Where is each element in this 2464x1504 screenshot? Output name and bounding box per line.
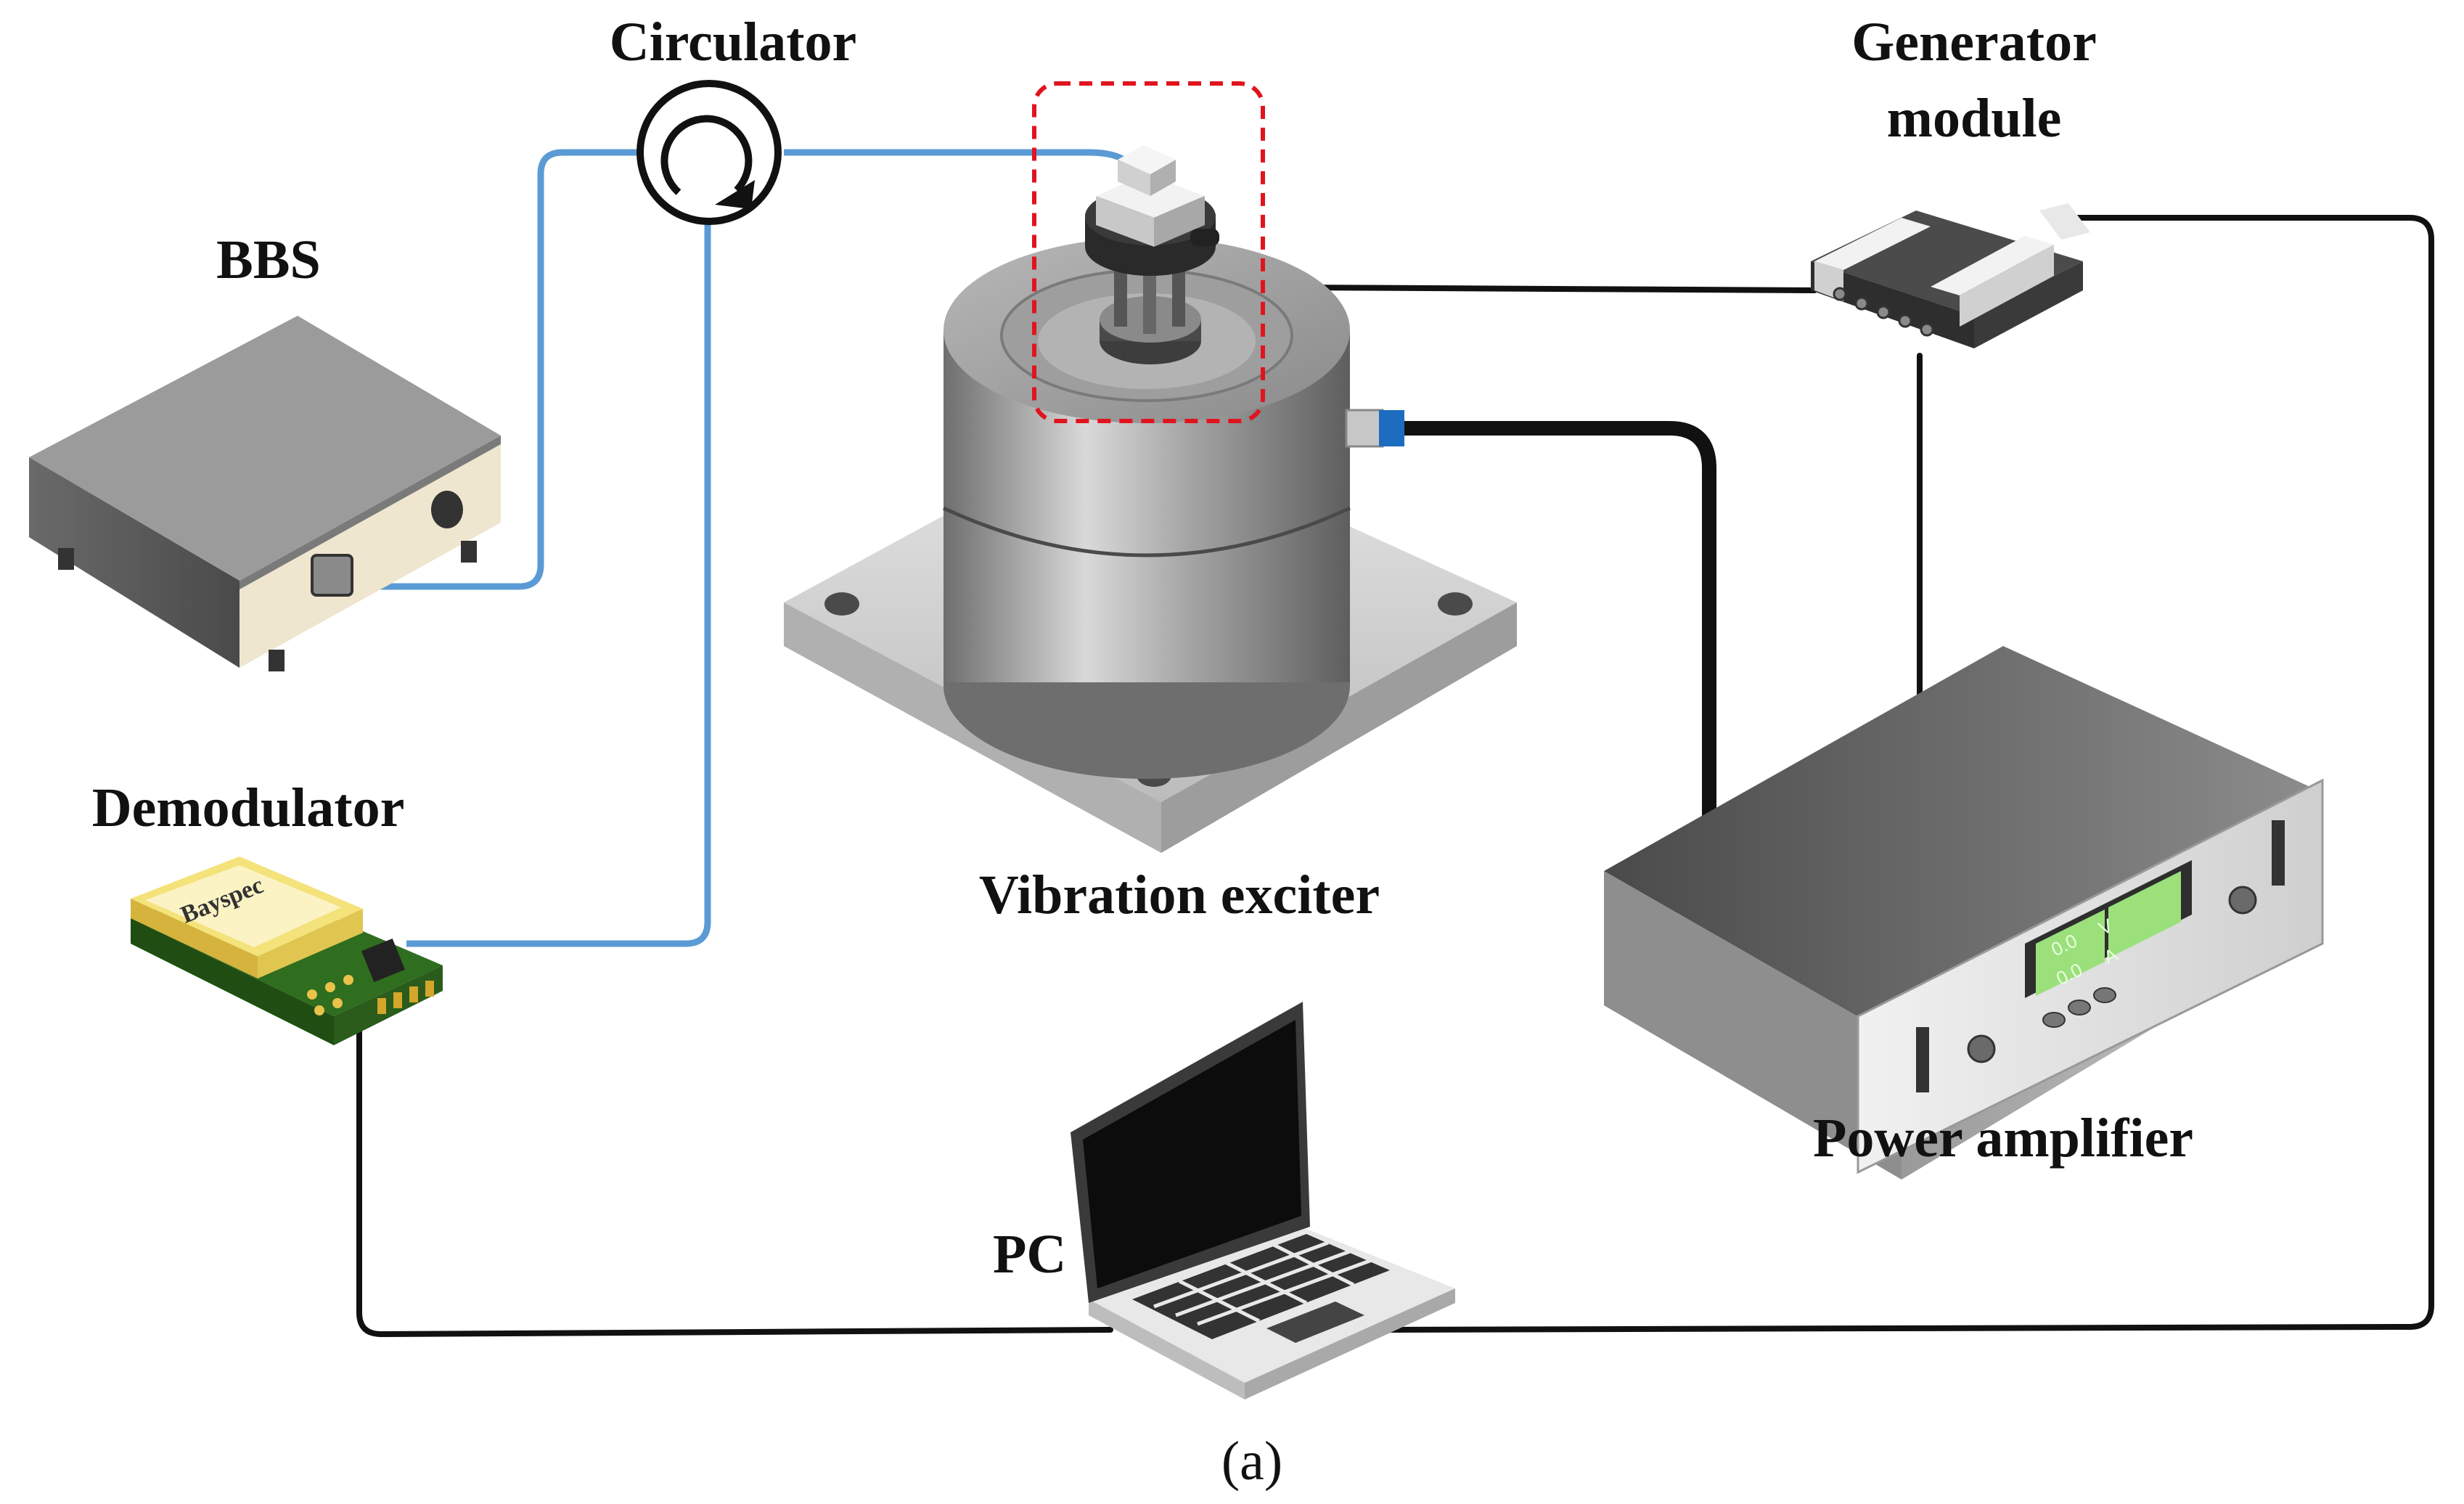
label-bbs: BBS	[216, 229, 321, 290]
label-demodulator: Demodulator	[91, 777, 405, 838]
amp-handle-icon	[1916, 1027, 1929, 1092]
laptop-screen	[1083, 1020, 1301, 1288]
cable-demodulator-to-pc	[356, 1028, 1113, 1337]
mounting-hole-icon	[1438, 592, 1473, 616]
fiber-circulator-to-demodulator	[406, 214, 711, 947]
cable-generator-to-pc	[1369, 215, 2434, 1333]
amp-display	[2036, 910, 2105, 996]
label-generator-line1: Generator	[1851, 12, 2097, 73]
vibration-exciter-device	[784, 81, 1517, 853]
cable-exciter-to-amplifier	[1393, 421, 1716, 831]
amp-handle-icon	[2272, 820, 2285, 886]
figure-caption: (a)	[1221, 1431, 1283, 1492]
laptop-touchpad	[1266, 1301, 1364, 1343]
amp-knob-icon	[2228, 886, 2257, 915]
fiber-bbs-to-circulator	[328, 149, 640, 590]
circulator-icon	[637, 80, 782, 225]
label-pc: PC	[993, 1224, 1067, 1285]
label-generator-line2: module	[1886, 88, 2062, 149]
bbs-fiber-port-icon	[311, 554, 353, 597]
fiber-circulator-to-sensor	[784, 149, 1135, 169]
power-amplifier-device: 0.0 V 0.0 A	[1604, 646, 2324, 1180]
amp-knob-icon	[1967, 1034, 1996, 1063]
generator-module-device	[1811, 203, 2090, 348]
demodulator-device: Bayspec	[131, 857, 443, 1045]
pc-laptop-device	[1071, 1002, 1455, 1399]
bbs-device	[29, 316, 501, 671]
label-vibration-exciter: Vibration exciter	[978, 865, 1380, 925]
mounting-hole-icon	[824, 592, 859, 616]
bbs-knob-icon	[431, 491, 463, 528]
label-power-amplifier: Power amplifier	[1812, 1108, 2194, 1169]
label-circulator: Circulator	[609, 12, 857, 73]
sensor-highlight-box	[1032, 81, 1265, 423]
